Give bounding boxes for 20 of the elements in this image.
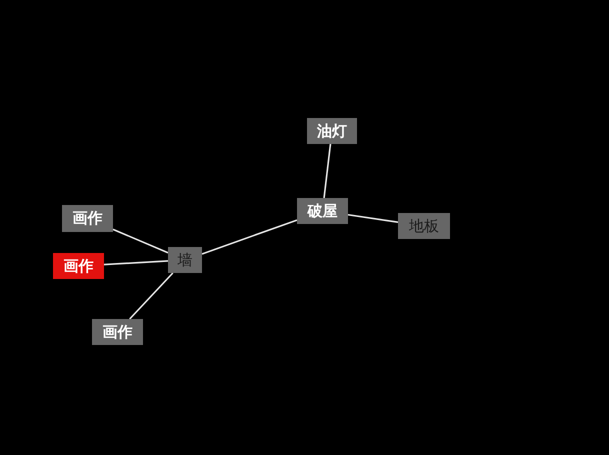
concept-node [307,118,357,144]
concept-label: 地板 [409,218,439,234]
concept-label: 画作 [64,258,94,274]
concept-node [297,198,348,224]
connector-line [202,219,298,255]
concept-node [53,253,104,279]
concept-node [62,205,113,232]
connector-line [112,228,168,254]
concept-node [398,213,450,239]
concept-node [92,319,143,345]
concept-label: 破屋 [308,204,338,218]
concept-label: 画作 [102,324,132,340]
concept-label: 画作 [72,211,102,226]
connector-line [104,260,168,266]
concept-node [168,247,202,273]
connector-line [348,214,398,223]
concept-label: 油灯 [317,124,347,138]
concept-label: 墙 [178,252,192,268]
connector-line [129,272,174,320]
connector-line [323,144,332,198]
